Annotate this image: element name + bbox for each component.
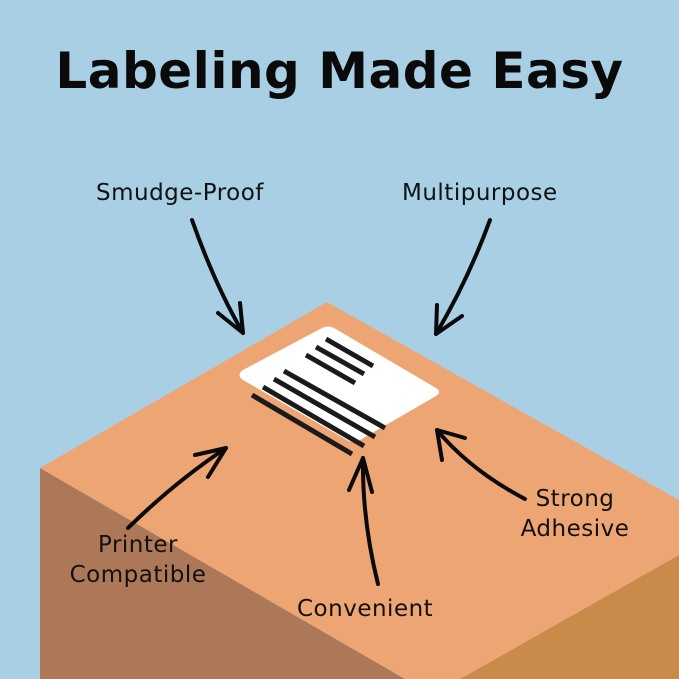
feature-strong-adhesive-line2: Adhesive bbox=[520, 516, 630, 542]
feature-printer-compatible-line1: Printer bbox=[97, 532, 178, 558]
arrow-strong-adhesive bbox=[435, 428, 527, 501]
arrow-multipurpose bbox=[434, 218, 492, 336]
feature-strong-adhesive-line1: Strong bbox=[535, 486, 615, 512]
feature-convenient: Convenient bbox=[297, 596, 434, 622]
feature-strong-adhesive: Strong Adhesive bbox=[505, 484, 645, 544]
feature-multipurpose: Multipurpose bbox=[402, 180, 558, 206]
arrow-smudge-proof bbox=[190, 218, 245, 335]
page-title: Labeling Made Easy bbox=[55, 42, 624, 100]
arrow-convenient bbox=[347, 456, 380, 586]
feature-printer-compatible: Printer Compatible bbox=[68, 530, 208, 590]
shipping-label bbox=[239, 326, 439, 457]
arrow-printer-compatible bbox=[126, 446, 228, 530]
feature-smudge-proof: Smudge-Proof bbox=[96, 180, 264, 206]
box-top-face bbox=[40, 302, 679, 679]
feature-printer-compatible-line2: Compatible bbox=[69, 562, 207, 588]
